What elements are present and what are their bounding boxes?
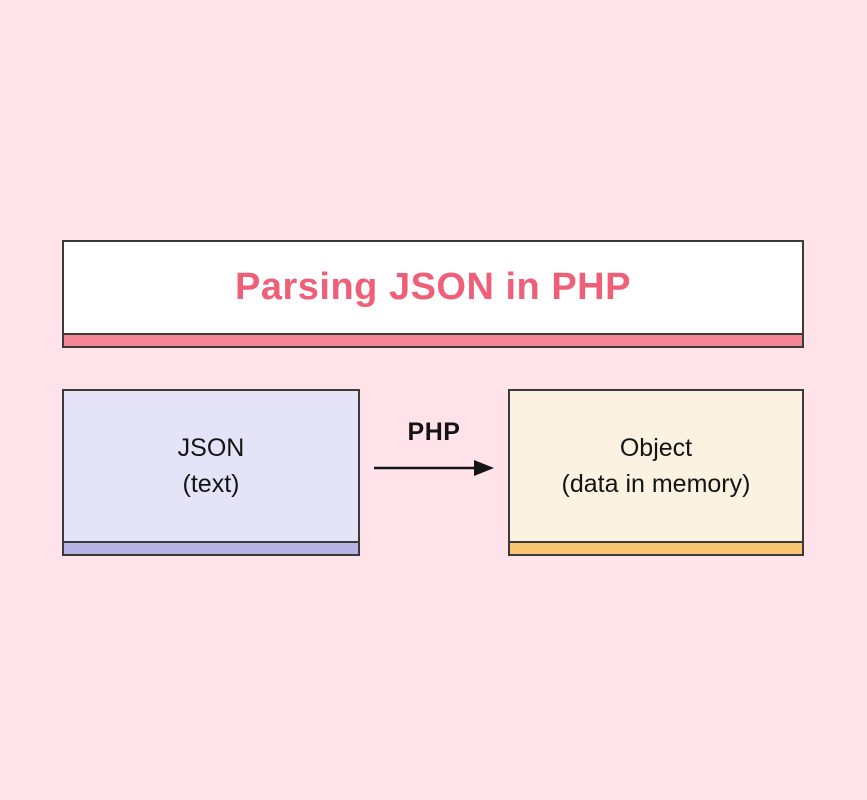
object-node: Object (data in memory) (508, 389, 804, 556)
diagram-title: Parsing JSON in PHP (235, 266, 631, 308)
title-box: Parsing JSON in PHP (62, 240, 804, 348)
arrow-label: PHP (407, 418, 461, 446)
json-node-line1: JSON (177, 434, 245, 462)
json-accent-strip (64, 541, 358, 554)
object-node-text: Object (data in memory) (510, 391, 802, 541)
right-arrow-icon (374, 460, 494, 476)
json-node-line2: (text) (182, 470, 240, 498)
object-node-line1: Object (619, 434, 693, 462)
json-node-text: JSON (text) (64, 391, 358, 541)
title-accent-strip (64, 333, 802, 346)
object-accent-strip (510, 541, 802, 554)
json-node: JSON (text) (62, 389, 360, 556)
transform-arrow-group: PHP (368, 418, 500, 480)
object-node-line2: (data in memory) (561, 470, 751, 498)
